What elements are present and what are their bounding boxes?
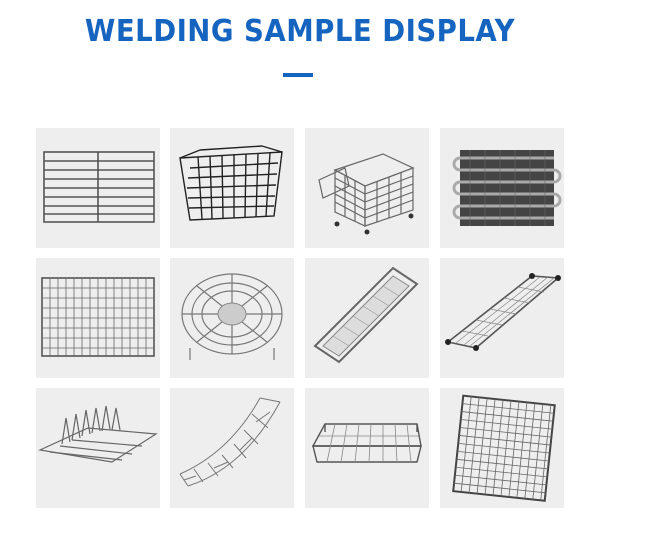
page-title: WELDING SAMPLE DISPLAY <box>84 14 516 49</box>
gallery-item-storage-cage[interactable] <box>305 128 429 248</box>
wire-dish-rack-icon <box>37 405 158 463</box>
wire-tray-icon <box>311 423 422 463</box>
gallery-item-wire-shelf[interactable] <box>440 258 564 378</box>
gallery-item-mesh-panel[interactable] <box>36 258 160 378</box>
wire-storage-cage-icon <box>318 153 415 235</box>
gallery-item-wire-basket[interactable] <box>170 128 294 248</box>
title-underline <box>283 73 313 77</box>
gallery-item-condenser[interactable] <box>440 128 564 248</box>
gallery-item-fan-guard[interactable] <box>170 258 294 378</box>
gallery-item-square-grid[interactable] <box>440 388 564 508</box>
wire-mesh-panel-icon <box>41 277 155 357</box>
square-wire-grid-icon <box>452 394 556 502</box>
gallery-item-wire-tray[interactable] <box>305 388 429 508</box>
fan-guard-icon <box>181 273 283 360</box>
curved-wire-mesh-icon <box>179 397 281 487</box>
wire-shelf-icon <box>445 273 561 351</box>
gallery-item-dish-rack[interactable] <box>36 388 160 508</box>
gallery-item-curved-mesh[interactable] <box>170 388 294 508</box>
wire-basket-icon <box>179 145 283 221</box>
wire-mesh-tray-icon <box>313 266 419 364</box>
gallery-item-mesh-tray[interactable] <box>305 258 429 378</box>
gallery-item-grill-rack[interactable] <box>36 128 160 248</box>
coil-condenser-icon <box>452 150 562 226</box>
wire-grill-rack-icon <box>43 151 155 223</box>
